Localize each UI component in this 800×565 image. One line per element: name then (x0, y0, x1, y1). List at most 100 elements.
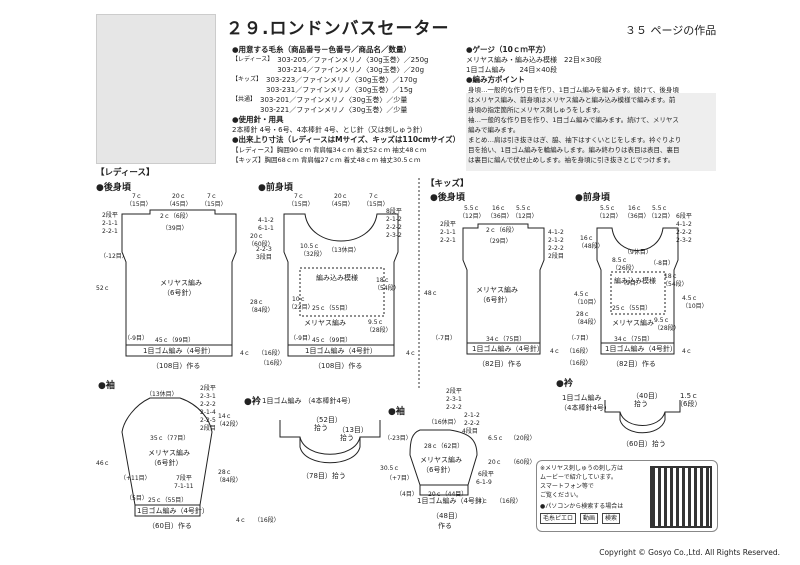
svg-text:（12目）: （12目） (512, 213, 538, 220)
svg-text:48ｃ: 48ｃ (424, 290, 438, 297)
svg-text:25ｃ（55目）: 25ｃ（55目） (148, 497, 187, 504)
svg-text:10ｃ: 10ｃ (292, 296, 306, 303)
svg-text:4-1-2: 4-1-2 (258, 217, 274, 224)
svg-text:（32段）: （32段） (300, 250, 326, 258)
svg-text:（45目）: （45目） (328, 201, 354, 208)
svg-text:（28段）: （28段） (366, 326, 392, 334)
svg-text:4ｃ: 4ｃ (240, 350, 250, 357)
kids-sleeve-cast: （48目） (432, 512, 462, 520)
svg-text:4ｃ: 4ｃ (236, 517, 246, 524)
points-line: まとめ…肩は引き抜きはぎ、脇、袖下はすくいとじをします。衿ぐりより (468, 136, 682, 144)
ladies-collar-title: ●衿 (244, 397, 261, 407)
jacquard-area (299, 267, 385, 317)
svg-text:4-1-2: 4-1-2 (676, 221, 692, 228)
svg-text:（13休目）: （13休目） (328, 246, 360, 254)
svg-text:14ｃ: 14ｃ (218, 413, 232, 420)
ladies-collar-side2: 拾う (340, 433, 354, 442)
kids-collar-side: 1.5ｃ (680, 392, 698, 400)
kids-back-rib (466, 342, 541, 355)
svg-text:2-1-2: 2-1-2 (548, 237, 564, 244)
gauge-line: 1目ゴム編み 24目×40段 (466, 66, 558, 74)
svg-text:28ｃ: 28ｃ (250, 299, 264, 306)
svg-text:25ｃ（55目）: 25ｃ（55目） (312, 305, 351, 312)
svg-text:46ｃ: 46ｃ (96, 460, 110, 467)
svg-text:2-3-2: 2-3-2 (676, 237, 692, 244)
svg-text:（4目）: （4目） (396, 491, 418, 498)
svg-text:25ｃ（55目）: 25ｃ（55目） (612, 305, 651, 312)
svg-text:2-3-2: 2-3-2 (386, 232, 402, 239)
common-yarn: 【共通】 303-201／ファインメリノ〈30g玉巻〉／少量 303-221／フ… (232, 95, 460, 115)
svg-text:7段平: 7段平 (176, 474, 192, 482)
svg-text:（10目）: （10目） (574, 299, 600, 306)
points-heading: ●編み方ポイント (466, 75, 526, 84)
gauge-line: メリヤス編み・編み込み模様 22目×30段 (466, 56, 602, 64)
search-term-2: 動画 (580, 513, 599, 524)
svg-text:2段平: 2段平 (440, 220, 456, 228)
ladies-back-outline (121, 209, 237, 346)
gauge-section: ●ゲージ（10ｃｍ平方） メリヤス編み・編み込み模様 22目×30段 1目ゴム編… (466, 45, 681, 165)
svg-text:（12目）: （12目） (596, 213, 622, 220)
svg-text:2-2-5: 2-2-5 (200, 417, 216, 424)
kids-sleeve-ribtext: 1目ゴム編み（4号針） (417, 496, 489, 505)
ladies-back-needle: （6号針） (163, 288, 195, 297)
svg-text:2-2-2: 2-2-2 (464, 420, 480, 427)
ladies-back-rib (125, 344, 233, 357)
kids-sleeve-cast2: 作る (438, 521, 452, 530)
page-reference: ３５ ページの作品 (625, 24, 717, 37)
kids-back-title: ●後身頃 (430, 193, 465, 203)
kids-front-stitch: メリヤス編み (612, 318, 654, 327)
kids-front-title: ●前身頃 (575, 193, 610, 203)
kids-collar-title: ●衿 (556, 379, 573, 389)
kids-sleeve-title: ●袖 (388, 407, 405, 417)
page-title: ２９.ロンドンバスセーター (226, 19, 450, 39)
kids-front-cast: （82目）作る (612, 359, 656, 368)
model-photo (96, 14, 216, 164)
svg-text:7ｃ: 7ｃ (294, 193, 304, 200)
kids-label: 【キッズ】 (426, 179, 469, 189)
svg-text:（28段）: （28段） (654, 324, 680, 332)
svg-text:2-1-2: 2-1-2 (386, 216, 402, 223)
svg-text:20ｃ: 20ｃ (488, 459, 502, 466)
svg-text:2-1-2: 2-1-2 (464, 412, 480, 419)
svg-text:2-2-3: 2-2-3 (256, 246, 272, 253)
svg-text:2-2-2: 2-2-2 (386, 224, 402, 231)
svg-text:8.5ｃ: 8.5ｃ (612, 257, 628, 264)
search-button[interactable]: 検索 (602, 513, 621, 524)
points-line: は裏目に編んで伏せ止めします。袖を身頃に引き抜きとじでつけます。 (468, 156, 675, 164)
kids-collar-top: （40目） (632, 392, 662, 400)
svg-text:（54段）: （54段） (374, 284, 400, 292)
movie-line: ※メリヤス刺しゅうの刺し方は (540, 465, 624, 472)
size-kids: 【キッズ】胸囲68ｃｍ 背肩幅27ｃｍ 着丈48ｃｍ 袖丈30.5ｃｍ (232, 156, 421, 164)
svg-text:（-9目）: （-9目） (124, 335, 148, 342)
svg-text:8段平: 8段平 (386, 207, 402, 215)
svg-text:20ｃ: 20ｃ (172, 193, 186, 200)
ladies-tag: 【レディース】 (232, 56, 274, 63)
svg-text:6段平: 6段平 (676, 212, 692, 220)
svg-text:9.5ｃ: 9.5ｃ (654, 317, 670, 324)
points-line: 編みで編みます。 (468, 126, 520, 134)
svg-text:5.5ｃ: 5.5ｃ (652, 205, 668, 212)
svg-text:5.5ｃ: 5.5ｃ (600, 205, 616, 212)
svg-text:（+11目）: （+11目） (120, 475, 151, 482)
svg-text:（60段）: （60段） (510, 458, 536, 466)
svg-text:5.5ｃ: 5.5ｃ (516, 205, 532, 212)
ladies-back-ribtext: 1目ゴム編み（4号針） (143, 346, 215, 355)
svg-text:2段平: 2段平 (102, 211, 118, 219)
qr-code[interactable] (650, 466, 712, 528)
svg-text:34ｃ（75目）: 34ｃ（75目） (486, 336, 525, 343)
svg-text:（20段）: （20段） (510, 434, 536, 442)
svg-text:（54段）: （54段） (662, 280, 688, 288)
kids-back-ribtext: 1目ゴム編み（4号針） (472, 344, 544, 353)
svg-text:（-7目）: （-7目） (568, 335, 592, 342)
yarn-line: 303-221／ファインメリノ〈30g玉巻〉／少量 (260, 106, 408, 114)
svg-text:（29目）: （29目） (486, 238, 512, 245)
svg-text:16ｃ: 16ｃ (580, 235, 594, 242)
svg-text:18ｃ: 18ｃ (664, 273, 678, 280)
svg-text:2-2-2: 2-2-2 (676, 229, 692, 236)
ladies-collar-top: （52目） (312, 416, 342, 424)
ladies-back-title: ●後身頃 (96, 183, 131, 193)
kids-front-jacquard: 編み込み模様 (614, 276, 656, 285)
yarn-heading: ●用意する毛糸（商品番号－色番号／商品名／数量） (232, 45, 412, 54)
svg-text:（10目）: （10目） (682, 303, 708, 310)
ladies-collar-rib: 1目ゴム編み (262, 396, 301, 405)
